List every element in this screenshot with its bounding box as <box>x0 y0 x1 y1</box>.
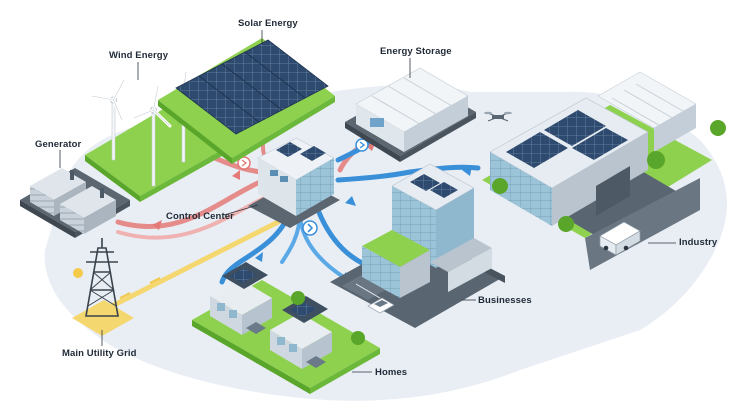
drone-icon <box>484 111 512 122</box>
label-main-utility-grid: Main Utility Grid <box>62 348 137 359</box>
car-icon <box>246 322 326 368</box>
transmission-tower-icon <box>72 238 134 336</box>
house <box>210 262 272 335</box>
house <box>270 296 332 369</box>
tree-icon <box>291 291 365 345</box>
wind-turbine-icon <box>90 78 126 161</box>
energy-storage-facility <box>345 67 476 162</box>
callout-lines <box>59 30 676 373</box>
factory-main-building <box>489 97 649 226</box>
label-businesses: Businesses <box>478 295 532 306</box>
label-homes: Homes <box>375 367 408 378</box>
car-icon <box>367 297 395 314</box>
energy-node-icons <box>237 138 369 236</box>
label-industry: Industry <box>679 237 718 248</box>
residential-area <box>192 262 380 394</box>
label-wind-energy: Wind Energy <box>109 50 169 61</box>
tree-icon <box>492 120 726 232</box>
label-energy-storage: Energy Storage <box>380 46 452 57</box>
delivery-truck-icon <box>599 221 641 256</box>
coin-icon <box>73 268 83 278</box>
solar-farm <box>158 38 335 164</box>
industry-complex <box>482 71 726 270</box>
generator-station <box>20 168 130 238</box>
wind-turbine-icon <box>132 84 172 187</box>
label-generator: Generator <box>35 139 82 150</box>
control-center-building <box>248 137 340 228</box>
label-control-center: Control Center <box>166 211 234 222</box>
label-solar-energy: Solar Energy <box>238 18 298 29</box>
office-annex <box>362 230 492 298</box>
factory-warehouse <box>597 71 697 152</box>
solar-panel-row <box>175 39 329 135</box>
generator-unit <box>60 186 116 234</box>
business-district <box>330 163 505 328</box>
yellow-energy-flow <box>105 219 281 311</box>
